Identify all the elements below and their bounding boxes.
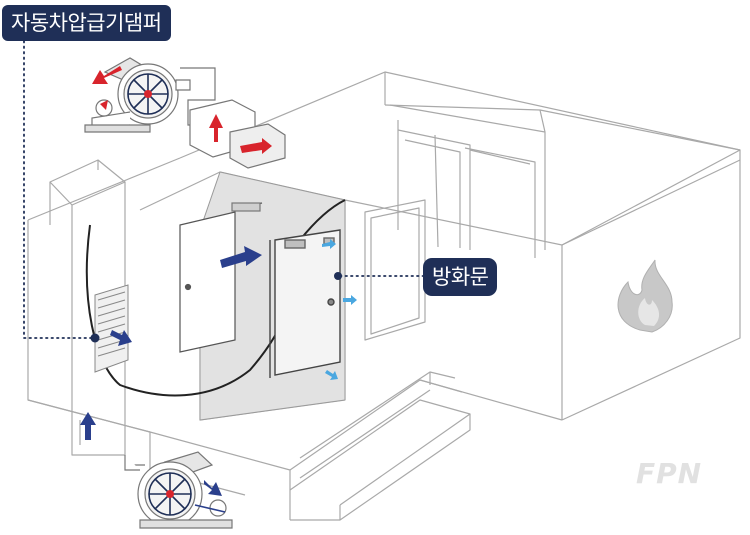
fire-door — [269, 229, 341, 378]
damper-label: 자동차압급기댐퍼 — [2, 5, 171, 41]
leader-dot — [90, 333, 100, 343]
interior-cabinet — [364, 120, 536, 341]
fan-icon — [148, 472, 226, 516]
leader-dot — [334, 272, 342, 280]
stairs — [27, 371, 471, 521]
supply-shaft — [49, 159, 126, 456]
vestibule-door — [179, 202, 263, 353]
leader-lines — [23, 40, 424, 339]
top-fan-unit — [84, 57, 286, 169]
watermark-logo: FPN — [636, 457, 703, 490]
fire-icon — [617, 259, 673, 333]
fire-door-label: 방화문 — [423, 258, 498, 296]
leak-arrow-icon — [322, 239, 357, 380]
exhaust-arrow-icon — [92, 66, 272, 154]
supply-arrow-icon — [80, 246, 262, 496]
fan-icon — [127, 73, 169, 115]
shaft-louver — [94, 284, 129, 373]
building-outline — [27, 71, 741, 433]
